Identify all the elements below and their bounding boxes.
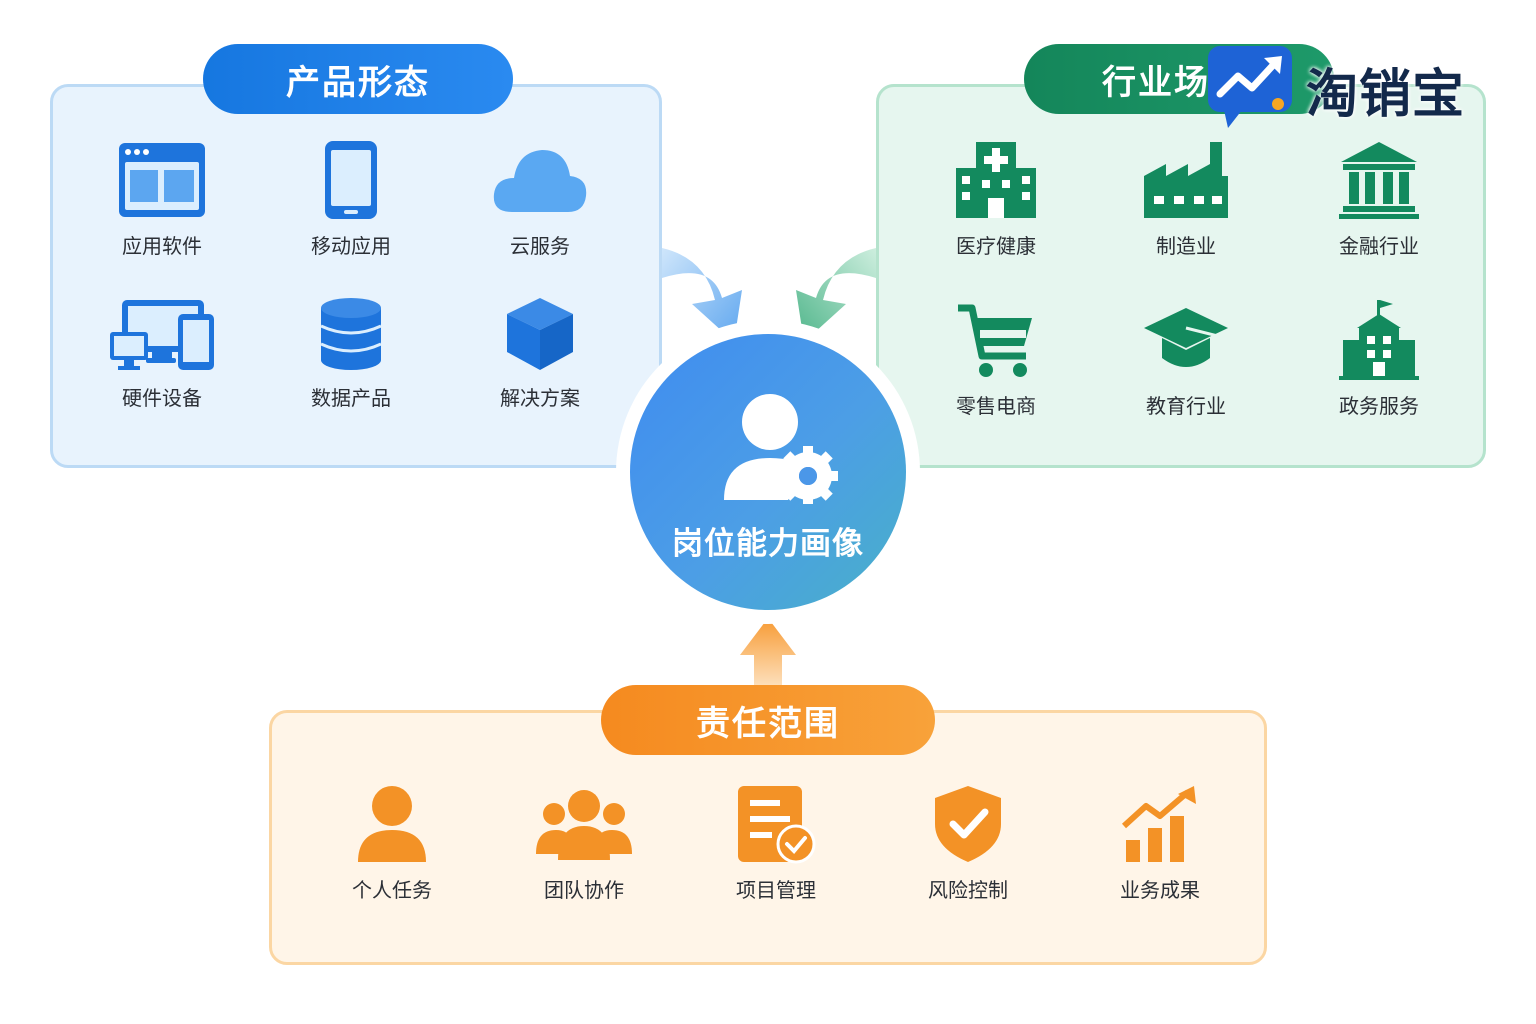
cloud-icon	[493, 150, 587, 212]
industry-item-government: 政务服务	[1289, 300, 1469, 440]
resp-item-label: 业务成果	[1120, 878, 1200, 902]
arrow-resp-to-hub	[740, 618, 796, 688]
product-item-mobile-app: 移动应用	[261, 140, 441, 280]
product-item-app-software: 应用软件	[72, 140, 252, 280]
arrow-industry-to-hub	[796, 248, 876, 342]
product-item-label: 移动应用	[311, 234, 391, 258]
app-window-icon	[119, 143, 205, 217]
brand-logo: 淘销宝	[1206, 42, 1486, 132]
resp-item-label: 风险控制	[928, 878, 1008, 902]
smartphone-icon	[325, 141, 377, 219]
industry-item-retail: 零售电商	[906, 300, 1086, 440]
product-item-label: 硬件设备	[122, 386, 202, 410]
product-item-label: 解决方案	[500, 386, 580, 410]
resp-item-label: 项目管理	[736, 878, 816, 902]
database-icon	[320, 298, 382, 370]
industry-item-label: 零售电商	[956, 394, 1036, 418]
industry-item-label: 政务服务	[1339, 394, 1419, 418]
industry-item-label: 医疗健康	[956, 234, 1036, 258]
resp-item-project-mgmt: 项目管理	[686, 784, 866, 924]
industry-item-education: 教育行业	[1096, 300, 1276, 440]
product-item-hardware: 硬件设备	[72, 296, 252, 436]
growth-chart-icon	[1121, 786, 1196, 862]
user-gear-icon	[724, 394, 838, 504]
hub-label: 岗位能力画像	[672, 526, 864, 562]
team-icon	[536, 790, 632, 860]
industry-item-label: 金融行业	[1339, 234, 1419, 258]
cart-icon	[958, 304, 1032, 377]
hub-circle: 岗位能力画像	[630, 334, 906, 610]
product-item-label: 数据产品	[311, 386, 391, 410]
person-icon	[358, 786, 426, 862]
industry-item-manufacturing: 制造业	[1096, 140, 1276, 280]
industry-item-label: 教育行业	[1146, 394, 1226, 418]
responsibility-scope-title: 责任范围	[601, 685, 935, 755]
arrow-product-to-hub	[662, 248, 742, 342]
job-capability-hub: 岗位能力画像	[616, 320, 920, 624]
government-building-icon	[1339, 300, 1419, 380]
resp-item-business-result: 业务成果	[1070, 784, 1250, 924]
brand-name: 淘销宝	[1306, 65, 1466, 125]
product-item-label: 应用软件	[122, 234, 202, 258]
trend-chat-icon	[1208, 46, 1292, 128]
resp-item-personal-task: 个人任务	[302, 784, 482, 924]
resp-item-team-collab: 团队协作	[494, 784, 674, 924]
product-item-label: 云服务	[510, 234, 570, 258]
cube-icon	[507, 298, 573, 370]
hospital-icon	[956, 142, 1036, 218]
resp-item-label: 团队协作	[544, 878, 624, 902]
bank-icon	[1339, 142, 1419, 219]
product-item-cloud-service: 云服务	[450, 140, 630, 280]
product-form-title: 产品形态	[203, 44, 513, 114]
resp-item-risk-control: 风险控制	[878, 784, 1058, 924]
industry-item-finance: 金融行业	[1289, 140, 1469, 280]
devices-icon	[110, 300, 214, 370]
product-item-data-product: 数据产品	[261, 296, 441, 436]
product-item-solution: 解决方案	[450, 296, 630, 436]
checklist-icon	[738, 786, 816, 864]
resp-item-label: 个人任务	[352, 878, 432, 902]
factory-icon	[1144, 142, 1228, 218]
shield-check-icon	[935, 786, 1001, 862]
industry-item-healthcare: 医疗健康	[906, 140, 1086, 280]
graduation-cap-icon	[1144, 308, 1228, 367]
industry-item-label: 制造业	[1156, 234, 1216, 258]
